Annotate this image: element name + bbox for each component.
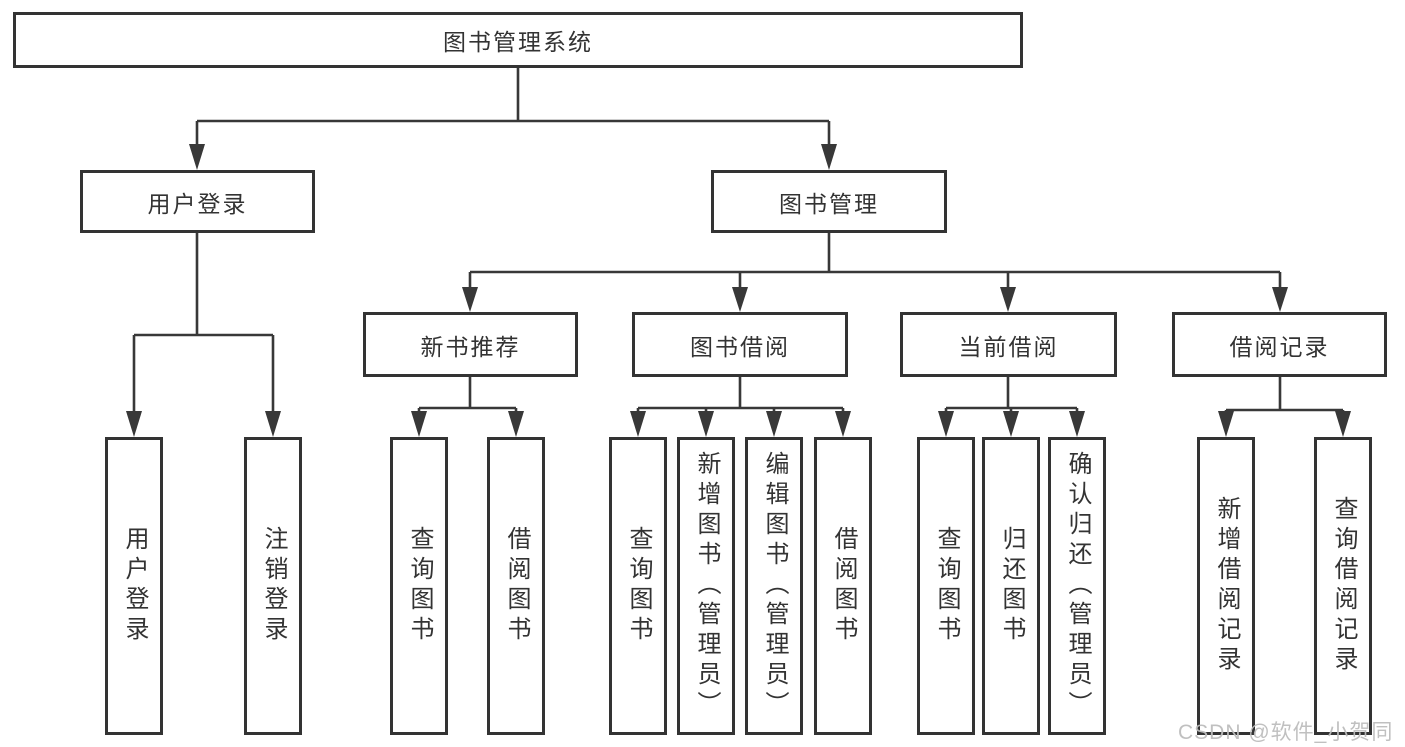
- node-book-mgmt: 图书管理: [711, 170, 947, 233]
- connector-current-borrow-children: [938, 377, 1085, 437]
- leaf-rec-query-book-label: 查询图书: [406, 526, 433, 646]
- node-book-borrow: 图书借阅: [632, 312, 848, 377]
- node-current-borrow: 当前借阅: [900, 312, 1117, 377]
- connector-book-mgmt-children: [462, 233, 1288, 312]
- leaf-rec-borrow-book-label: 借阅图书: [503, 526, 530, 646]
- node-user-login: 用户登录: [80, 170, 315, 233]
- leaf-cb-confirm-return-label: 确认归还（管理员）: [1064, 451, 1091, 721]
- connector-book-borrow-children: [630, 377, 851, 437]
- leaf-br-query-record: 查询借阅记录: [1314, 437, 1372, 735]
- leaf-bb-edit-book: 编辑图书（管理员）: [745, 437, 803, 735]
- connector-new-book-rec-children: [411, 377, 524, 437]
- leaf-cb-return-book: 归还图书: [982, 437, 1040, 735]
- leaf-cb-confirm-return: 确认归还（管理员）: [1048, 437, 1106, 735]
- leaf-user-login-label: 用户登录: [121, 526, 148, 646]
- node-new-book-rec: 新书推荐: [363, 312, 578, 377]
- leaf-logout: 注销登录: [244, 437, 302, 735]
- leaf-br-query-record-label: 查询借阅记录: [1330, 496, 1357, 676]
- leaf-cb-return-book-label: 归还图书: [998, 526, 1025, 646]
- leaf-bb-borrow-book-label: 借阅图书: [830, 526, 857, 646]
- node-borrow-records: 借阅记录: [1172, 312, 1387, 377]
- leaf-rec-query-book: 查询图书: [390, 437, 448, 735]
- leaf-br-add-record-label: 新增借阅记录: [1213, 496, 1240, 676]
- connector-root-to-level2: [189, 68, 837, 170]
- leaf-bb-query-book: 查询图书: [609, 437, 667, 735]
- leaf-logout-label: 注销登录: [260, 526, 287, 646]
- leaf-br-add-record: 新增借阅记录: [1197, 437, 1255, 735]
- leaf-bb-query-book-label: 查询图书: [625, 526, 652, 646]
- node-root: 图书管理系统: [13, 12, 1023, 68]
- leaf-bb-edit-book-label: 编辑图书（管理员）: [761, 451, 788, 721]
- leaf-bb-add-book: 新增图书（管理员）: [677, 437, 735, 735]
- leaf-bb-add-book-label: 新增图书（管理员）: [693, 451, 720, 721]
- leaf-user-login: 用户登录: [105, 437, 163, 735]
- leaf-rec-borrow-book: 借阅图书: [487, 437, 545, 735]
- leaf-bb-borrow-book: 借阅图书: [814, 437, 872, 735]
- csdn-watermark: CSDN @软件_小贺同学: [1178, 721, 1394, 744]
- connector-borrow-records-children: [1218, 377, 1351, 437]
- connector-user-login-children: [126, 233, 281, 437]
- leaf-cb-query-book: 查询图书: [917, 437, 975, 735]
- leaf-cb-query-book-label: 查询图书: [933, 526, 960, 646]
